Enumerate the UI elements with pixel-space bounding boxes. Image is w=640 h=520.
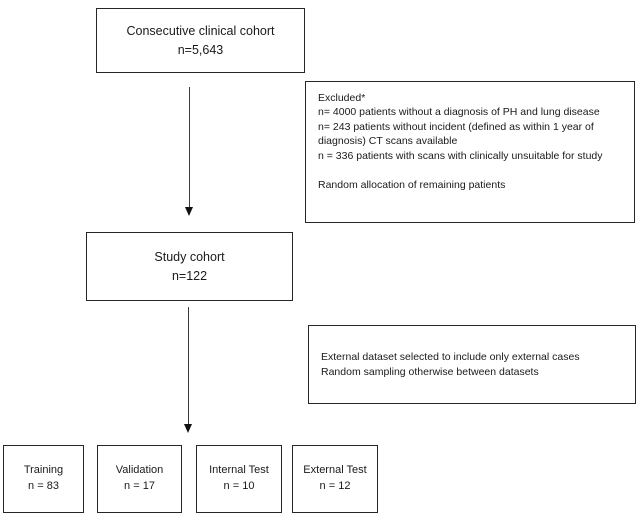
- external-test-box: External Test n = 12: [292, 445, 378, 513]
- external-note-line-2: Random sampling otherwise between datase…: [321, 365, 539, 378]
- consecutive-cohort-box: Consecutive clinical cohort n=5,643: [96, 8, 305, 73]
- study-cohort-box: Study cohort n=122: [86, 232, 293, 301]
- consecutive-cohort-title: Consecutive clinical cohort: [126, 24, 275, 39]
- excluded-allocation-note: Random allocation of remaining patients: [318, 178, 506, 191]
- arrow-study-to-split-line: [188, 307, 190, 425]
- excluded-reason-3: n = 336 patients with scans with clinica…: [318, 149, 603, 162]
- excluded-reason-2: n= 243 patients without incident (define…: [318, 120, 594, 148]
- validation-count: n = 17: [124, 480, 155, 492]
- arrow-study-to-split-head: [184, 424, 192, 433]
- external-note-line-1: External dataset selected to include onl…: [321, 350, 580, 363]
- internal-test-count: n = 10: [223, 480, 255, 492]
- excluded-reason-1: n= 4000 patients without a diagnosis of …: [318, 106, 600, 119]
- consecutive-cohort-count: n=5,643: [177, 42, 224, 57]
- training-box: Training n = 83: [3, 445, 84, 513]
- external-test-label: External Test: [303, 464, 367, 477]
- study-cohort-count: n=122: [171, 268, 208, 283]
- validation-label: Validation: [115, 464, 164, 477]
- arrow-consecutive-to-study-line: [189, 87, 191, 208]
- excluded-title: Excluded*: [318, 92, 366, 104]
- study-cohort-title: Study cohort: [154, 250, 225, 265]
- validation-box: Validation n = 17: [97, 445, 182, 513]
- internal-test-label: Internal Test: [209, 464, 269, 477]
- training-count: n = 83: [28, 480, 59, 492]
- excluded-blank-line: [318, 163, 622, 177]
- arrow-consecutive-to-study-head: [185, 207, 193, 216]
- internal-test-box: Internal Test n = 10: [196, 445, 282, 513]
- external-dataset-note-box: External dataset selected to include onl…: [308, 325, 636, 404]
- excluded-note-box: Excluded* n= 4000 patients without a dia…: [305, 81, 635, 223]
- external-test-count: n = 12: [319, 480, 351, 492]
- training-label: Training: [23, 464, 64, 477]
